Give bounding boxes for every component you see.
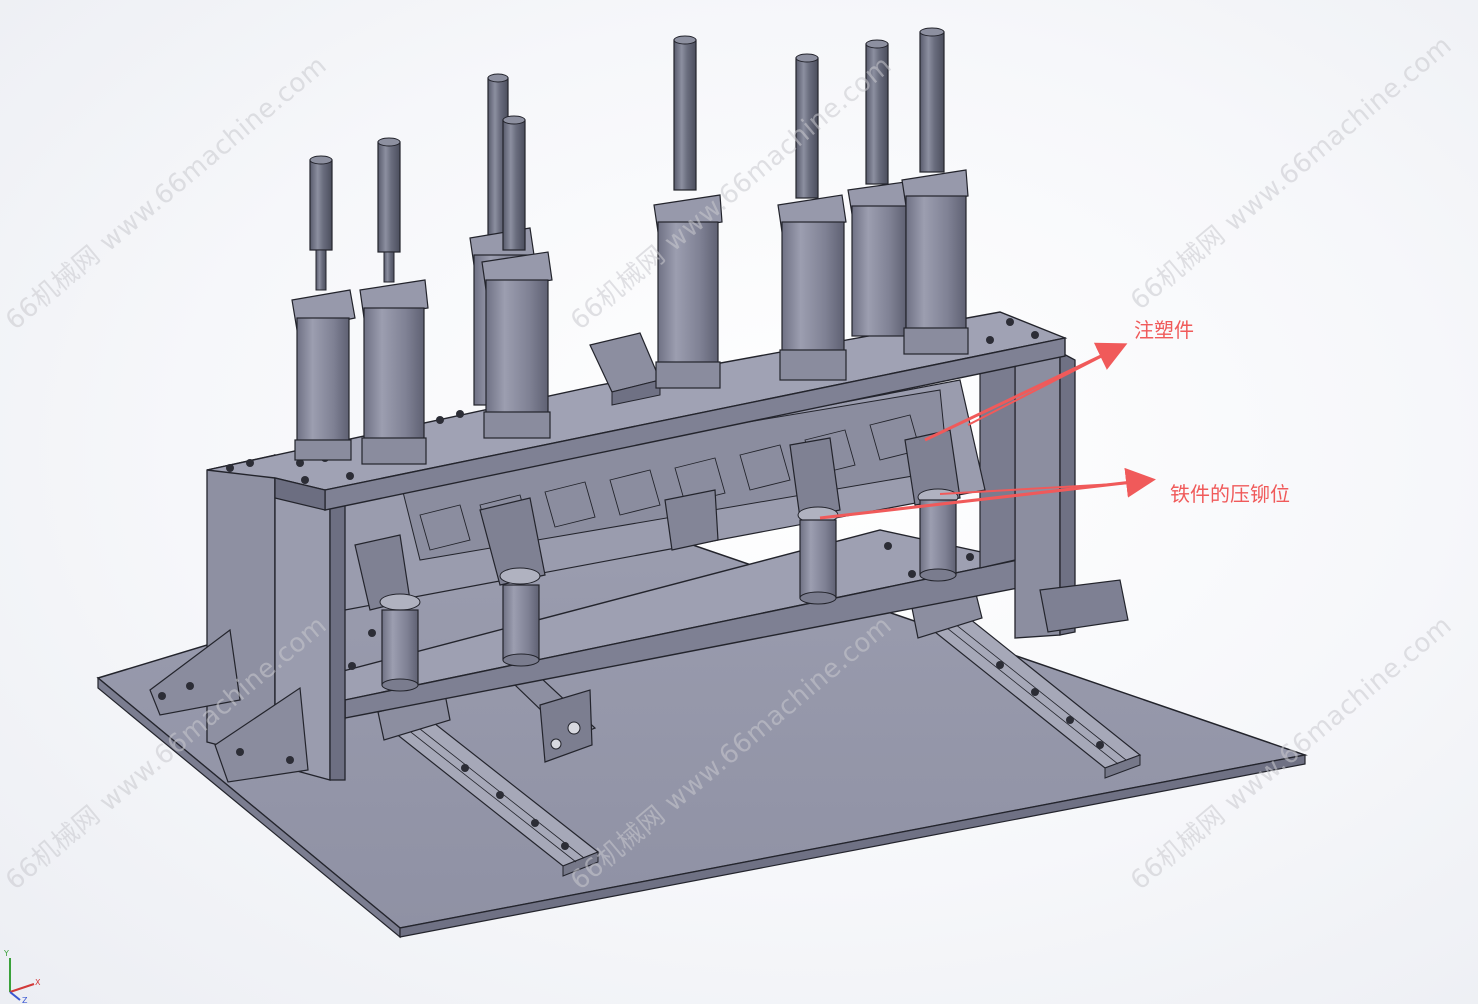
cylinder-4 <box>481 115 553 439</box>
cylinder-2 <box>359 137 429 465</box>
arrow-rivet-position <box>819 467 1156 520</box>
axis-x-label: X <box>35 978 41 987</box>
injection-part-assembly <box>329 379 986 611</box>
linear-rail-right <box>911 589 1142 779</box>
cylinder-5 <box>653 35 723 389</box>
pneumatic-cylinders <box>291 27 969 465</box>
linear-rail-left <box>377 693 600 877</box>
cylinder-6 <box>777 53 847 381</box>
axis-y-label: Y <box>3 949 9 958</box>
frame-rear-right <box>979 350 1129 639</box>
axis-z-label: Z <box>22 996 28 1004</box>
callout-injection-part: 注塑件 <box>1134 318 1194 342</box>
axis-triad-icon: Y X Z <box>3 949 41 1004</box>
arrow-injection-part <box>924 342 1128 442</box>
frame-front-left <box>149 453 346 783</box>
slide-actuator <box>513 676 597 763</box>
callout-rivet-position: 铁件的压铆位 <box>1170 482 1290 506</box>
callout-arrows <box>819 342 1156 520</box>
cylinder-1 <box>291 155 356 461</box>
cylinder-8 <box>901 27 969 355</box>
support-posts <box>381 499 957 692</box>
cylinder-7 <box>847 39 909 337</box>
